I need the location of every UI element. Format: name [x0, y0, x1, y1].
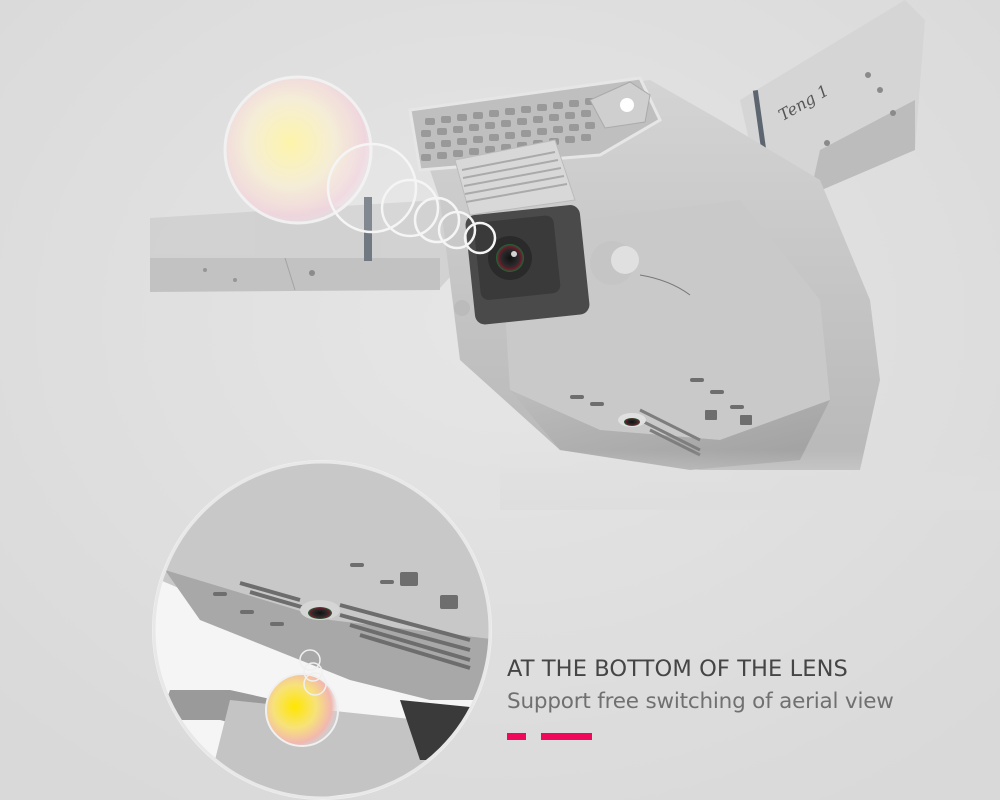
accent-bar-long [541, 733, 592, 740]
drone-body [408, 76, 880, 470]
bottom-lens-inset [152, 460, 492, 800]
left-arm [150, 197, 470, 292]
feature-caption: AT THE BOTTOM OF THE LENS Support free s… [507, 655, 894, 743]
lens-flare [223, 75, 497, 255]
accent-bars [507, 733, 894, 743]
accent-bar-short [507, 733, 526, 740]
feature-subline: Support free switching of aerial view [507, 689, 894, 714]
feature-headline: AT THE BOTTOM OF THE LENS [507, 656, 848, 682]
right-arm: Teng 1 [740, 0, 925, 195]
